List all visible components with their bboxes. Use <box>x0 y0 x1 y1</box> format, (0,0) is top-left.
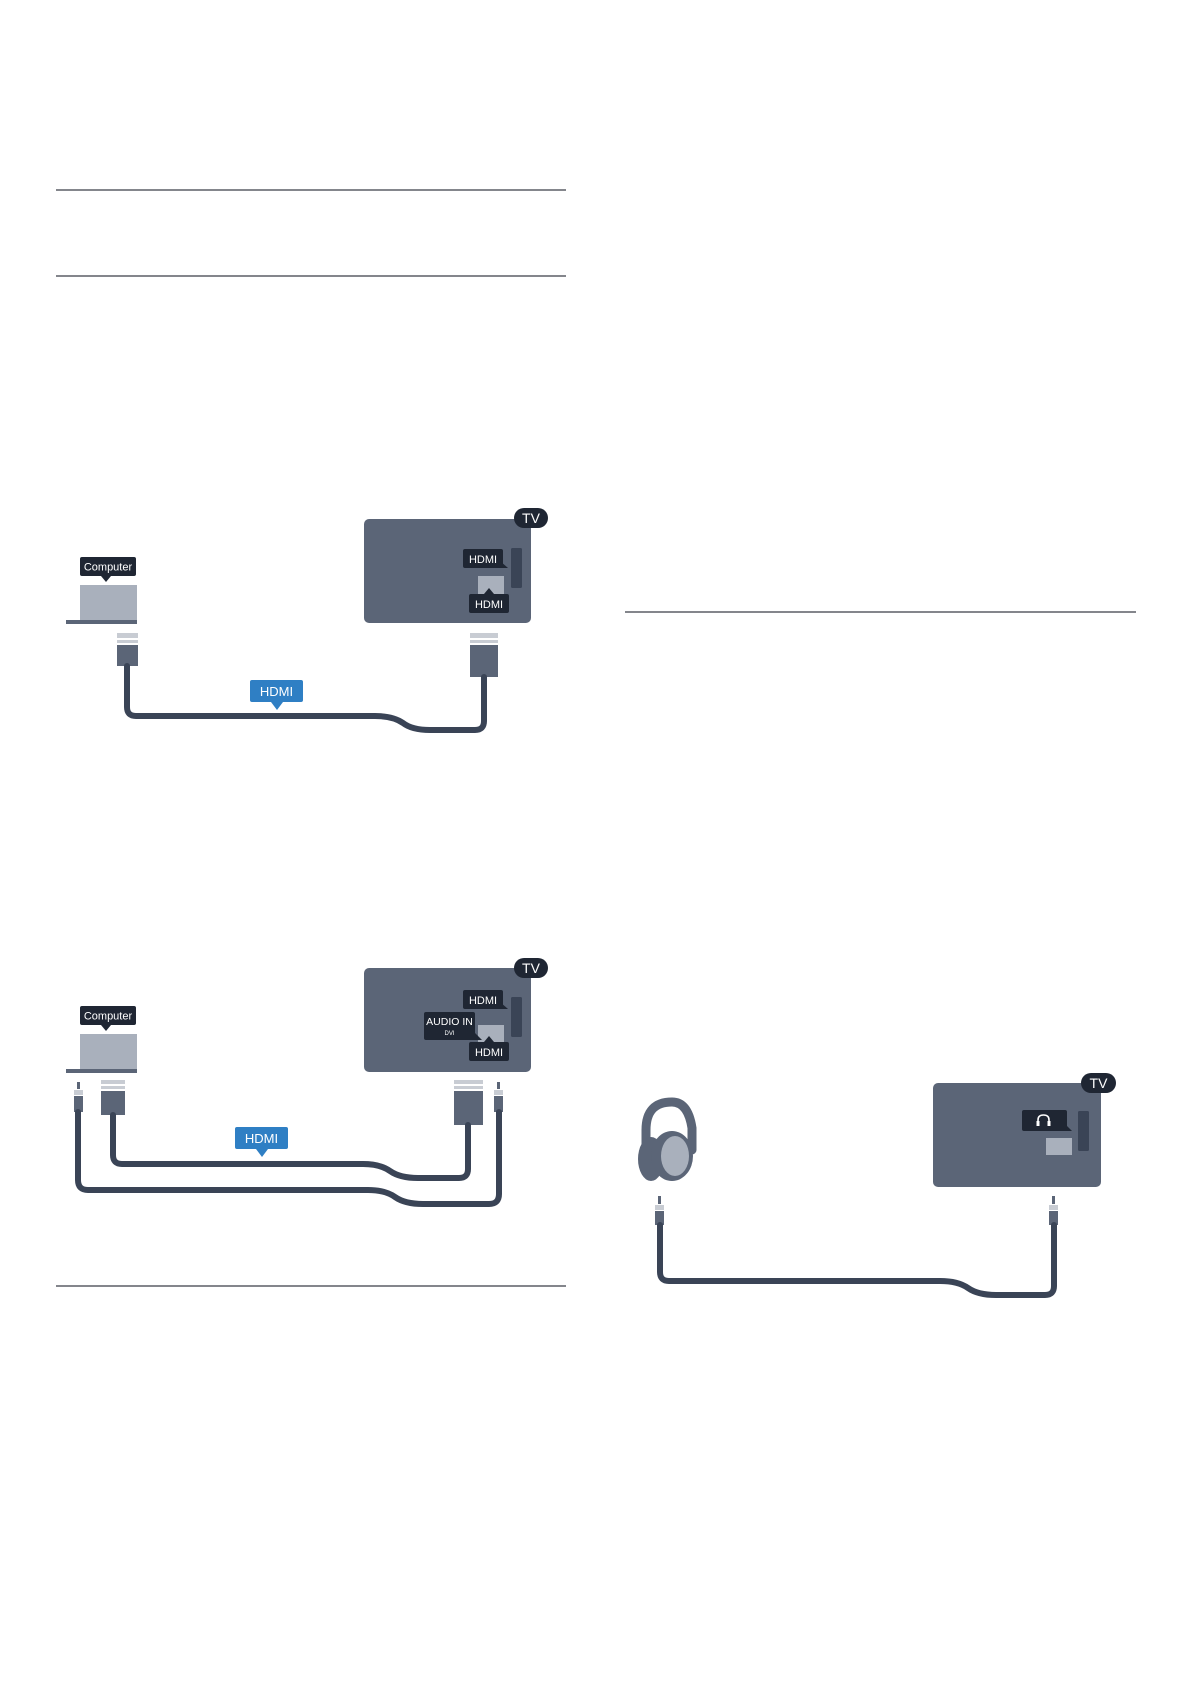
audio-plug-right <box>1049 1196 1058 1225</box>
tv-badge-text: TV <box>1090 1075 1109 1091</box>
tv-badge: TV <box>514 508 548 528</box>
hdmi-cable <box>124 663 487 733</box>
tv-badge-text: TV <box>522 510 541 526</box>
diagram-computer-dvi: Computer TV HDMI <box>66 958 548 1207</box>
port-label-audio-in: AUDIO IN DVI <box>424 1012 482 1040</box>
computer-label-text: Computer <box>84 1011 133 1023</box>
tv-badge-text: TV <box>522 960 541 976</box>
computer-icon <box>66 585 137 624</box>
port-label-hdmi-lower-text: HDMI <box>475 1047 503 1059</box>
port-label-hdmi-lower: HDMI <box>469 588 509 613</box>
headphones-icon <box>638 1097 697 1181</box>
computer-label: Computer <box>80 557 136 582</box>
headphone-icon <box>1036 1114 1051 1126</box>
audio-cable <box>75 1109 502 1207</box>
diagram-computer-hdmi: Computer TV HDMI HDMI <box>66 508 548 733</box>
port-label-hdmi-lower-text: HDMI <box>475 599 503 611</box>
audio-plug-left <box>655 1196 664 1225</box>
audio-plug-right <box>494 1082 503 1112</box>
port-label-hdmi-lower: HDMI <box>469 1036 509 1061</box>
computer-icon <box>66 1034 137 1073</box>
port-label-hdmi-upper: HDMI <box>463 990 508 1009</box>
port-label-hdmi-upper-text: HDMI <box>469 995 497 1007</box>
audio-plug-left <box>74 1082 83 1112</box>
dvi-plug-left <box>101 1080 125 1115</box>
computer-label-text: Computer <box>84 562 133 574</box>
diagram-headphones: TV <box>638 1073 1116 1298</box>
headphone-cable <box>657 1222 1057 1298</box>
hdmi-plug-left <box>117 633 138 666</box>
hdmi-cable <box>110 1112 471 1181</box>
cable-label-hdmi: HDMI <box>235 1127 288 1157</box>
cable-label-hdmi-text: HDMI <box>260 684 293 699</box>
port-label-audio-in-text: AUDIO IN <box>426 1016 473 1028</box>
port-label-audio-in-sub-text: DVI <box>444 1031 454 1037</box>
cable-label-hdmi: HDMI <box>250 680 303 710</box>
port-label-headphone <box>1022 1110 1072 1131</box>
hdmi-plug-right <box>454 1080 483 1125</box>
tv-badge: TV <box>1081 1073 1116 1093</box>
port-label-hdmi-upper: HDMI <box>463 549 508 568</box>
hdmi-plug-right <box>470 633 498 677</box>
cable-label-hdmi-text: HDMI <box>245 1131 278 1146</box>
tv-icon <box>933 1083 1101 1187</box>
port-label-hdmi-upper-text: HDMI <box>469 554 497 566</box>
tv-badge: TV <box>514 958 548 978</box>
computer-label: Computer <box>80 1006 136 1031</box>
